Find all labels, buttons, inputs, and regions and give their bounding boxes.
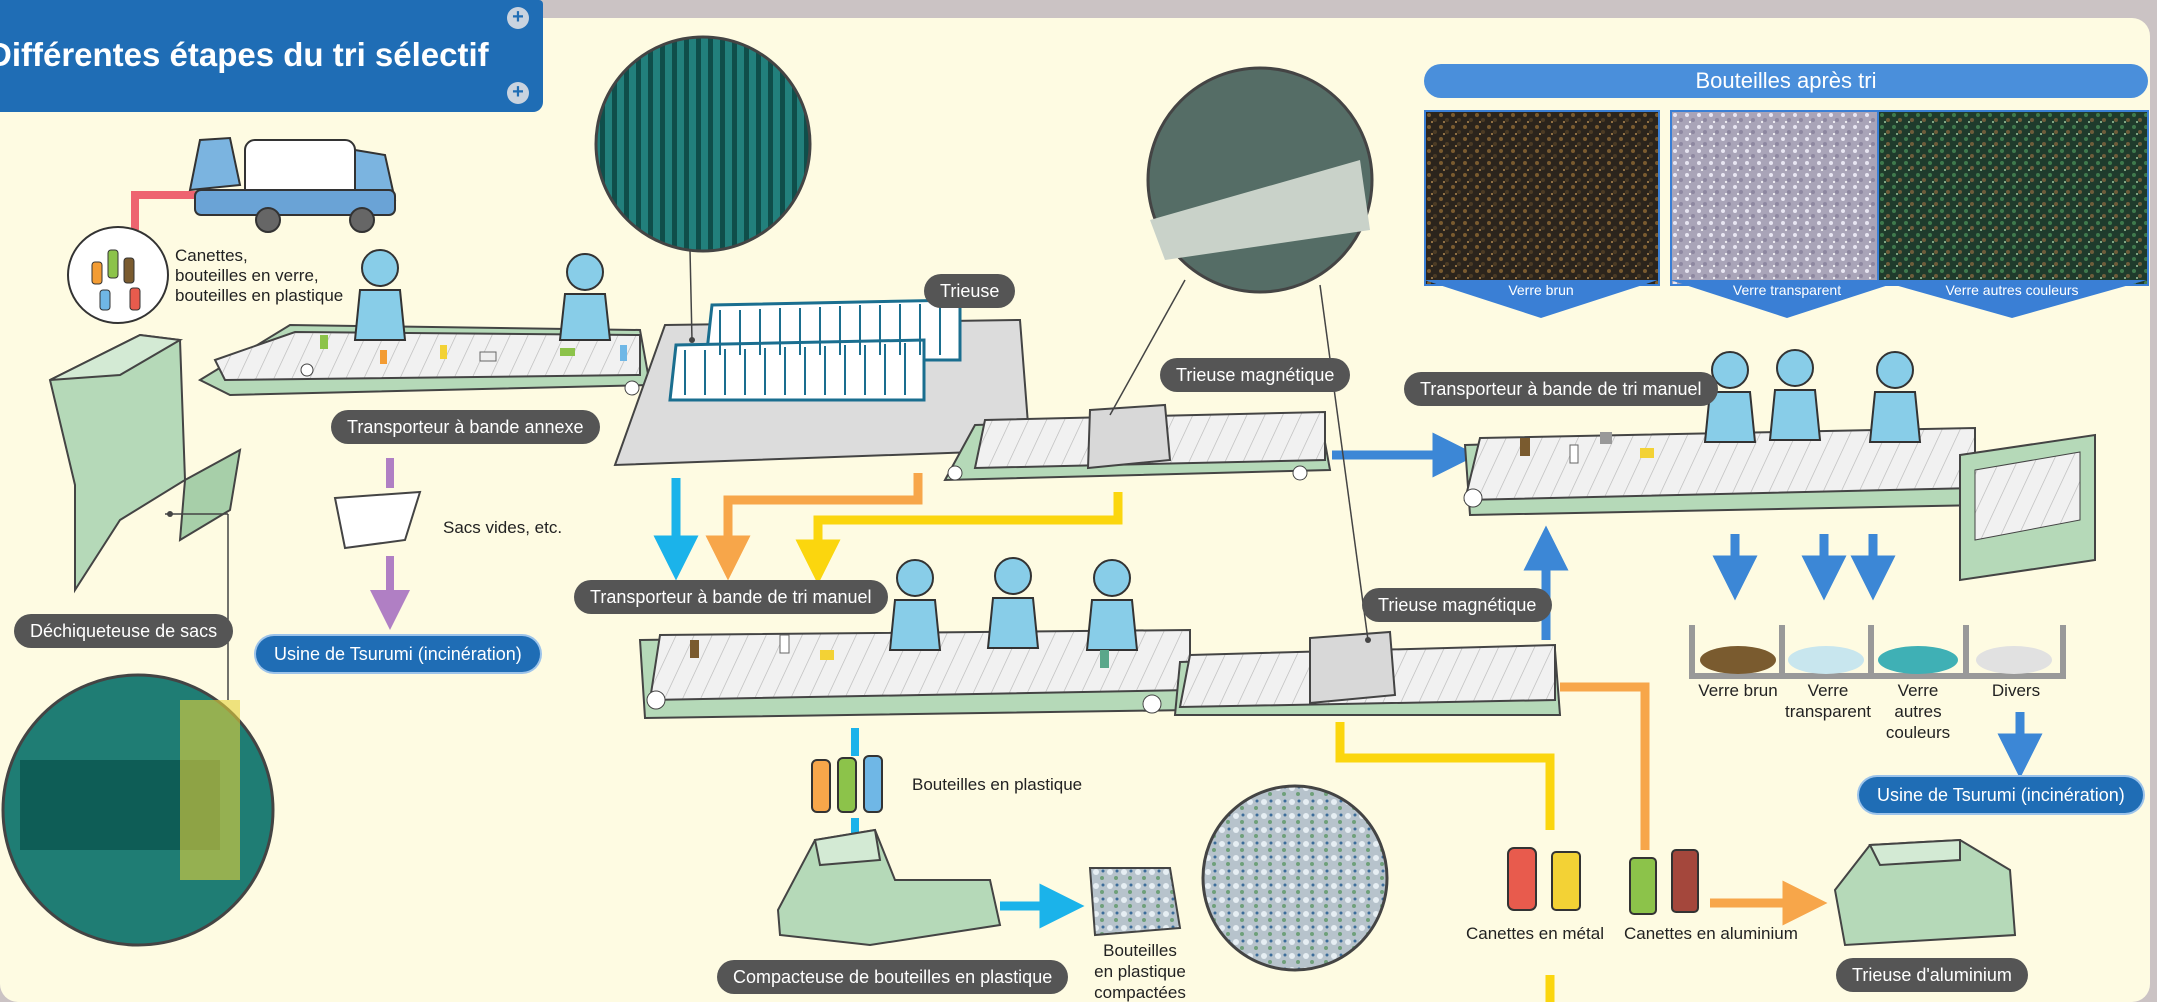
input-items-label: Canettes, bouteilles en verre, bouteille… <box>175 246 344 305</box>
flow-pink-line <box>131 191 205 230</box>
compacted-bale-icon <box>1088 867 1182 937</box>
aluminium-cans-label: Canettes en aluminium <box>1624 924 1798 943</box>
flow-yellow-arrows <box>795 492 1555 1002</box>
magnetic-sorter-top-label: Trieuse magnétique <box>1160 358 1351 392</box>
title-banner: Différentes étapes du tri sélectif + + <box>0 0 543 112</box>
caption-text: Verre brun <box>1508 282 1574 298</box>
photo-clear-glass <box>1670 110 1906 286</box>
workers <box>353 249 1922 651</box>
bin-label-misc: Divers <box>1991 681 2041 700</box>
compacted-bottles-label: Bouteilles en plastique compactées <box>1094 941 1186 1002</box>
photo-brown-glass <box>1424 110 1660 286</box>
bin-label-brown: Verre brun <box>1698 681 1778 700</box>
empty-bags-label: Sacs vides, etc. <box>443 518 563 537</box>
caption-text: Verre transparent <box>1732 282 1842 298</box>
magnetic-conveyor-top <box>943 403 1332 482</box>
items-on-belts <box>320 335 1654 668</box>
manual-conveyor-right <box>1463 426 2096 582</box>
bin-label-clear: Verre transparent <box>1785 681 1871 721</box>
plus-icon[interactable]: + <box>507 82 529 104</box>
garbage-truck <box>188 136 397 233</box>
caption-text: Verre autres couleurs <box>1945 282 2079 298</box>
aluminium-cans-icon <box>1629 849 1699 915</box>
sorting-bins <box>1689 625 2066 679</box>
photo-circle-compacted <box>1201 784 1389 972</box>
photo-other-glass <box>1877 110 2149 286</box>
photo-circle-shredder <box>1 673 275 947</box>
empty-bags-icon <box>333 490 422 550</box>
bin-label-other: Verre autres couleurs <box>1885 681 1951 742</box>
sorter-label: Trieuse <box>924 274 1016 308</box>
waste-bag <box>67 226 169 324</box>
compactor-machine <box>776 828 1002 947</box>
bag-shredder-machine <box>48 333 242 700</box>
plastic-bottles-label: Bouteilles en plastique <box>912 775 1083 794</box>
tsurumi-right-label: Usine de Tsurumi (incinération) <box>1859 777 2143 813</box>
annex-conveyor-label: Transporteur à bande annexe <box>331 410 600 444</box>
metal-cans-label: Canettes en métal <box>1466 924 1604 943</box>
sorter-machine <box>613 298 1032 467</box>
tsurumi-left-label: Usine de Tsurumi (incinération) <box>256 636 540 672</box>
bag-shredder-label: Déchiqueteuse de sacs <box>14 614 234 648</box>
photo-circle-magnetic <box>1109 66 1374 641</box>
manual-conveyor-right-label: Transporteur à bande de tri manuel <box>1404 372 1718 406</box>
page-title: Différentes étapes du tri sélectif <box>0 36 489 73</box>
bin-contents <box>1700 646 2052 674</box>
aluminium-sorter-machine <box>1833 838 2017 947</box>
magnetic-sorter-bottom-label: Trieuse magnétique <box>1362 588 1553 622</box>
after-sort-header: Bouteilles après tri <box>1424 64 2148 98</box>
plus-icon[interactable]: + <box>507 7 529 29</box>
plastic-bottles-icon <box>811 755 883 813</box>
metal-cans-icon <box>1507 847 1581 911</box>
manual-conveyor-mid-label: Transporteur à bande de tri manuel <box>574 580 888 614</box>
photo-circle-sorter <box>594 35 812 341</box>
aluminium-sorter-label: Trieuse d'aluminium <box>1836 958 2028 992</box>
flow-orange-arrows <box>705 473 1828 926</box>
compactor-label: Compacteuse de bouteilles en plastique <box>717 960 1069 994</box>
